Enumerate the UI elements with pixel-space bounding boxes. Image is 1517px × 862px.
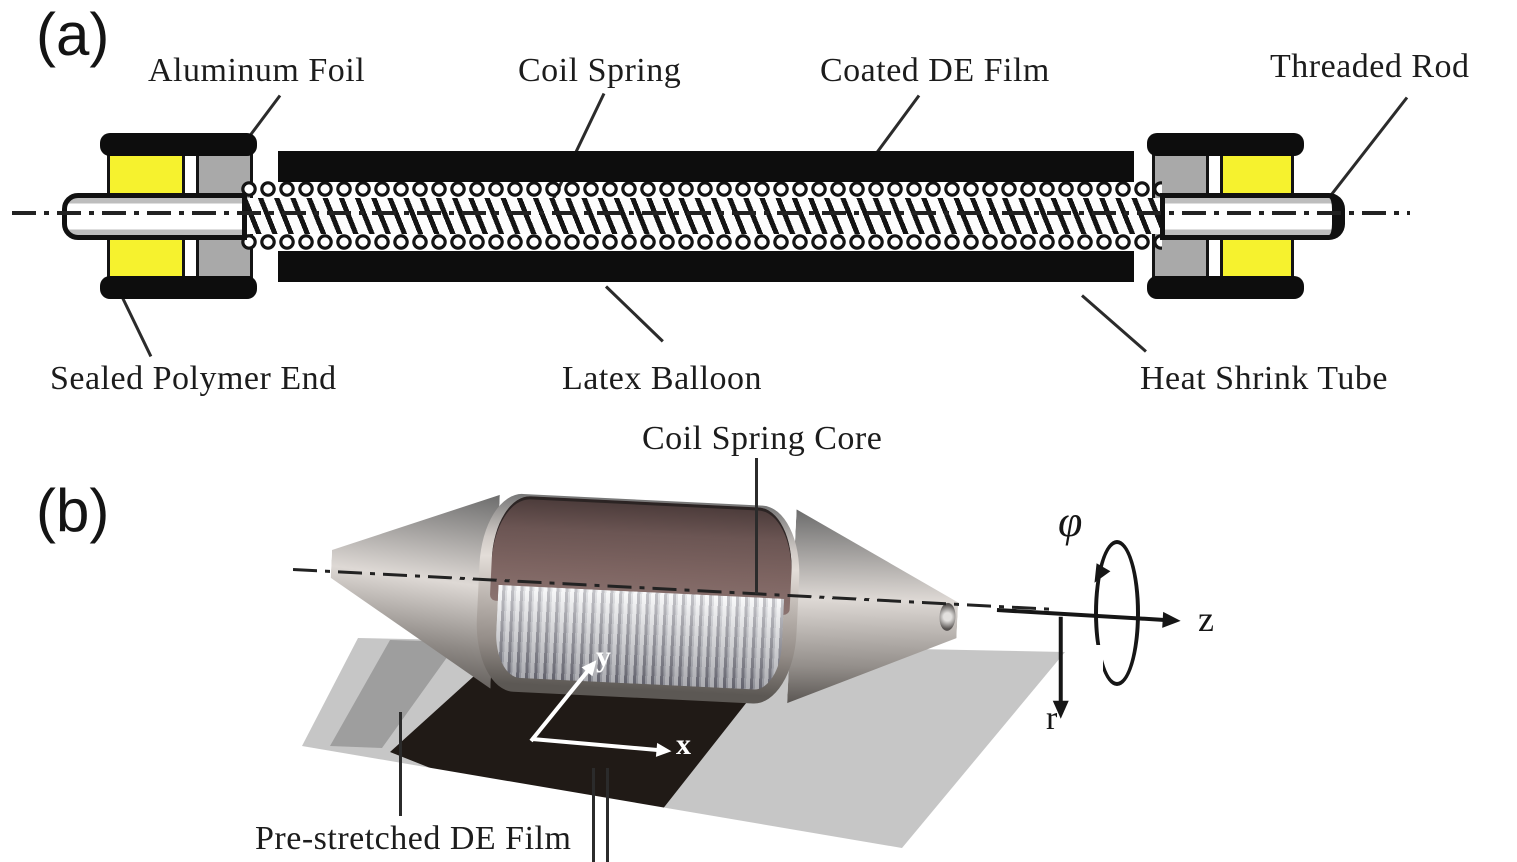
leader-sealed-polymer-end	[118, 291, 153, 358]
leader-coil-spring-core	[755, 458, 758, 594]
leader-heat-shrink-tube	[1081, 294, 1147, 353]
leader-active-region-2	[606, 768, 609, 862]
label-sealed-polymer-end: Sealed Polymer End	[50, 360, 337, 397]
end-cap-top-left	[100, 133, 257, 156]
label-latex-balloon: Latex Balloon	[562, 360, 763, 397]
centerline-axis-a	[12, 211, 1410, 215]
end-cap-bottom-right	[1147, 276, 1304, 299]
threaded-rod-left	[62, 193, 247, 240]
panel-a-tag: (a)	[36, 1, 110, 68]
y-axis-label: y	[596, 640, 611, 673]
spindle-coil-ribs	[494, 584, 785, 691]
spindle-tail-right	[787, 507, 962, 713]
x-axis-label: x	[676, 728, 691, 761]
spindle-nose-left	[326, 485, 500, 691]
phi-rotation-gap	[1085, 645, 1103, 675]
threaded-rod-right	[1160, 193, 1345, 240]
end-cap-bottom-left	[100, 276, 257, 299]
end-cap-top-right	[1147, 133, 1304, 156]
label-threaded-rod: Threaded Rod	[1270, 48, 1470, 85]
label-aluminum-foil: Aluminum Foil	[148, 52, 366, 89]
coil-spring-band	[240, 181, 1162, 251]
leader-latex-balloon	[604, 285, 664, 343]
de-film-top	[278, 151, 1134, 182]
leader-active-region-1	[592, 768, 595, 862]
phi-rotation-arrow	[1094, 540, 1140, 686]
label-coil-spring-core: Coil Spring Core	[642, 420, 883, 457]
leader-coated-de-film	[875, 94, 921, 154]
label-heat-shrink-tube: Heat Shrink Tube	[1140, 360, 1388, 397]
r-axis-arrow	[1059, 616, 1063, 703]
label-coil-spring: Coil Spring	[518, 52, 682, 89]
label-pre-stretched-de-film: Pre-stretched DE Film	[255, 820, 572, 857]
coil-spring-hatch	[240, 198, 1162, 234]
panel-b-tag: (b)	[36, 477, 110, 544]
de-film-bottom	[278, 251, 1134, 282]
z-axis-label: z	[1198, 599, 1214, 639]
r-axis-label: r	[1046, 700, 1058, 737]
leader-pre-stretched-film	[399, 712, 402, 816]
label-coated-de-film: Coated DE Film	[820, 52, 1050, 89]
balloon-ball-row-bottom	[240, 234, 1162, 251]
phi-axis-label: φ	[1058, 497, 1083, 546]
balloon-ball-row-top	[240, 181, 1162, 198]
